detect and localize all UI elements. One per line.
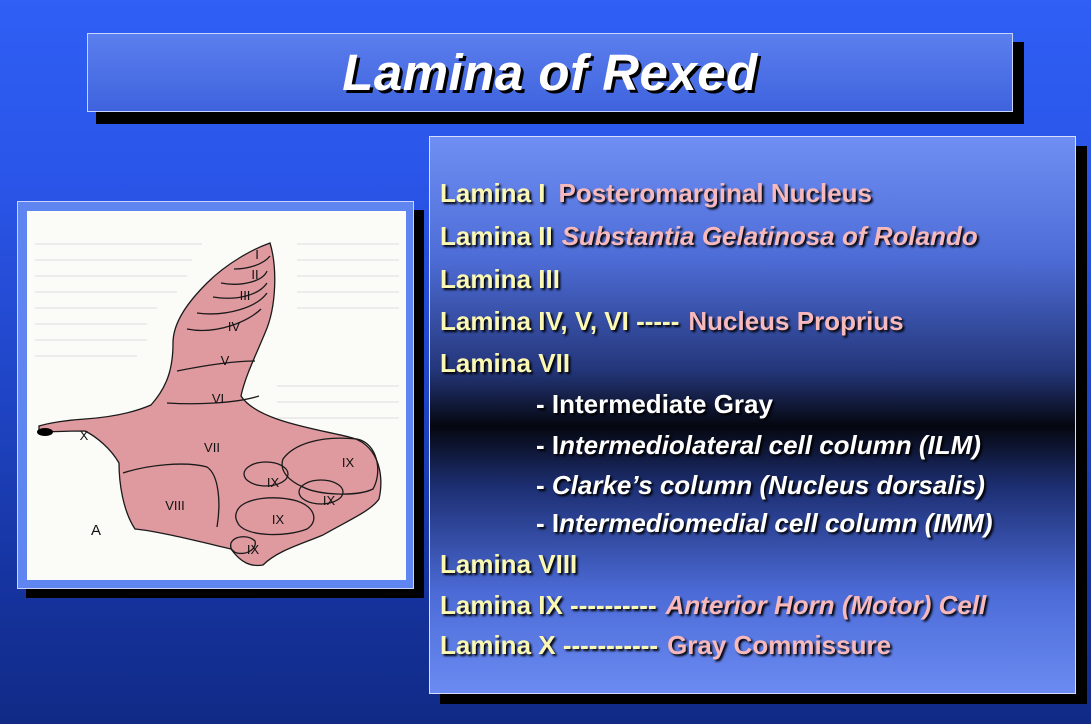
lamina-vii-sub-1: - Intermediate Gray (536, 389, 773, 420)
sub-2-text: ntermediolateral cell column (ILM) (559, 430, 981, 460)
label-lamina-vii: VII (204, 440, 220, 455)
label-lamina-ix-3: IX (323, 493, 336, 508)
label-lamina-iii: III (240, 288, 251, 303)
lamina-ix-label: Lamina IX ---------- (440, 590, 657, 620)
label-lamina-x: X (80, 428, 89, 443)
central-canal (37, 428, 53, 436)
sub-3-text: Clarke’s column (Nucleus dorsalis) (551, 470, 985, 500)
scan-text-lines (35, 243, 399, 419)
list-item-lamina-ix: Lamina IX ---------- Anterior Horn (Motor… (440, 590, 986, 621)
lamina-boundaries (122, 255, 379, 555)
sub-2-dash: - I (536, 430, 560, 460)
label-lamina-ix-1: IX (342, 455, 355, 470)
label-lamina-ii: II (251, 267, 258, 282)
sub-3-dash: - (536, 470, 552, 500)
lamina-vii-sub-2: - Intermediolateral cell column (ILM) (536, 430, 981, 461)
lamina-vii-label: Lamina VII (440, 348, 571, 378)
gray-matter-shape (38, 242, 382, 567)
label-lamina-iv: IV (228, 319, 241, 334)
lamina-iv-vi-label: Lamina IV, V, VI ----- (440, 306, 680, 336)
lamina-iv-vi-desc: Nucleus Proprius (688, 306, 904, 336)
lamina-diagram: I II III IV V VI VII VIII IX IX IX IX IX… (35, 242, 399, 567)
lamina-vii-sub-4: - Intermediomedial cell column (IMM) (536, 508, 993, 539)
figure-frame: I II III IV V VI VII VIII IX IX IX IX IX… (17, 201, 414, 589)
lamina-vii-sub-3: - Clarke’s column (Nucleus dorsalis) (536, 470, 985, 501)
lamina-x-desc: Gray Commissure (667, 630, 892, 660)
spinal-cord-figure: I II III IV V VI VII VIII IX IX IX IX IX… (27, 211, 406, 580)
sub-4-dash: - I (536, 508, 560, 538)
label-lamina-ix-5: IX (247, 542, 260, 557)
list-item-lamina-iii: Lamina III (440, 264, 560, 295)
list-item-lamina-iv-vi: Lamina IV, V, VI ----- Nucleus Proprius (440, 306, 904, 337)
list-item-lamina-vii: Lamina VII (440, 348, 570, 379)
lamina-list-panel: Lamina I Posteromarginal Nucleus Lamina I… (429, 136, 1076, 694)
lamina-viii-label: Lamina VIII (440, 549, 578, 579)
lamina-x-label: Lamina X ----------- (440, 630, 659, 660)
list-item-lamina-x: Lamina X ----------- Gray Commissure (440, 630, 891, 661)
slide-title: Lamina of Rexed (342, 44, 758, 101)
lamina-iii-label: Lamina III (440, 264, 560, 294)
label-lamina-viii: VIII (165, 498, 185, 513)
title-box: Lamina of Rexed (87, 33, 1013, 112)
list-item-lamina-viii: Lamina VIII (440, 549, 577, 580)
sub-1-dash: - I (536, 389, 560, 419)
label-lamina-v: V (221, 353, 230, 368)
lamina-i-desc: Posteromarginal Nucleus (558, 178, 873, 208)
lamina-i-label: Lamina I (440, 178, 546, 208)
lamina-ix-desc: Anterior Horn (Motor) Cell (665, 590, 987, 620)
list-item-lamina-i: Lamina I Posteromarginal Nucleus (440, 178, 872, 209)
list-item-lamina-ii: Lamina II Substantia Gelatinosa of Roland… (440, 221, 978, 252)
label-lamina-ix-4: IX (272, 512, 285, 527)
label-lamina-vi: VI (212, 391, 224, 406)
sub-4-text: ntermediomedial cell column (IMM) (559, 508, 993, 538)
figure-panel-letter: A (91, 522, 101, 539)
lamina-ii-desc: Substantia Gelatinosa of Rolando (561, 221, 978, 251)
sub-1-text: ntermediate Gray (559, 389, 773, 419)
label-lamina-ix-2: IX (267, 475, 280, 490)
label-lamina-i: I (255, 247, 259, 262)
lamina-ii-label: Lamina II (440, 221, 553, 251)
